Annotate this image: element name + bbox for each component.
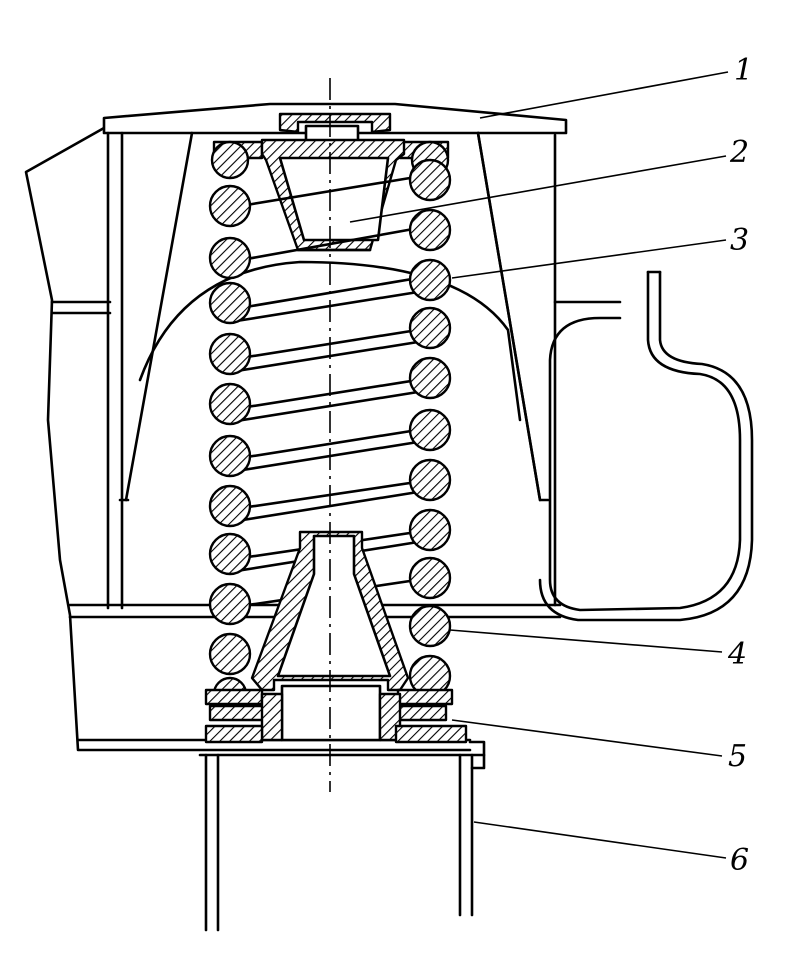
callout-2: 2 [729, 135, 749, 170]
leader-2 [349, 155, 727, 223]
callout-5: 5 [728, 739, 747, 774]
leader-3 [451, 239, 727, 279]
callout-1: 1 [734, 53, 753, 88]
leader-5 [451, 719, 723, 757]
callout-6: 6 [730, 843, 749, 878]
coil-left-column [208, 140, 252, 712]
coil-spring [208, 140, 452, 712]
base-plate [204, 688, 468, 744]
coil-right-column [408, 140, 452, 698]
callout-3: 3 [730, 223, 749, 258]
leader-6 [473, 821, 727, 859]
leader-lines [349, 71, 729, 859]
callout-labels: 1 2 3 4 5 6 [727, 53, 753, 878]
leader-4 [449, 629, 723, 653]
callout-4: 4 [727, 637, 747, 672]
support-column [198, 740, 486, 932]
side-bracket [538, 270, 754, 622]
leader-1 [479, 71, 729, 119]
top-plate [102, 102, 568, 610]
